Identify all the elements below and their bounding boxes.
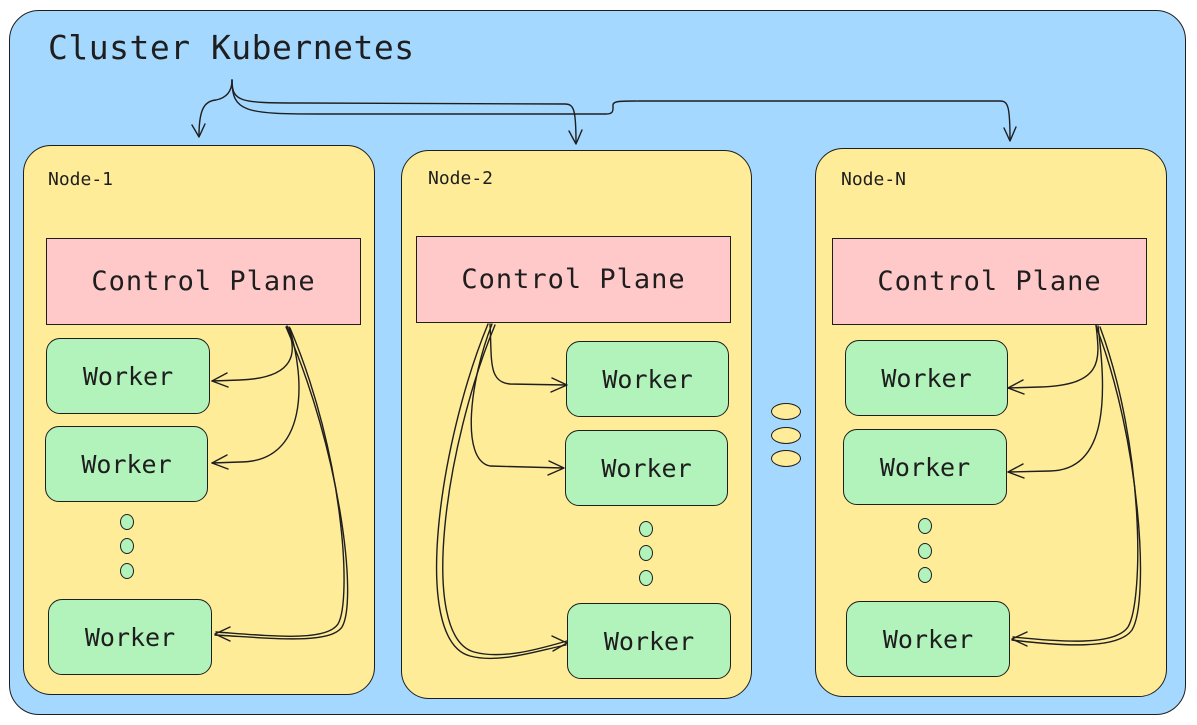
node-1-worker-3: Worker xyxy=(48,599,212,675)
cluster-title: Cluster Kubernetes xyxy=(48,28,415,67)
node-2-worker-1: Worker xyxy=(566,341,729,417)
nodes-ellipsis-dot xyxy=(771,403,801,420)
node-1-control-plane: Control Plane xyxy=(46,238,361,325)
node-n-worker-3: Worker xyxy=(846,601,1010,677)
node-n-worker-1: Worker xyxy=(845,340,1008,416)
node-2-worker-2: Worker xyxy=(565,430,728,506)
node-n-ellipsis-dot xyxy=(918,518,932,534)
node-n-ellipsis-dot xyxy=(918,543,932,559)
node-1-worker-2: Worker xyxy=(45,426,208,502)
node-2-worker-3: Worker xyxy=(567,603,731,679)
nodes-ellipsis-dot xyxy=(771,450,801,467)
node-2-ellipsis-dot xyxy=(639,570,653,586)
node-1-label: Node-1 xyxy=(48,169,114,190)
node-1-ellipsis-dot xyxy=(120,563,134,579)
node-n-label: Node-N xyxy=(841,169,907,190)
nodes-ellipsis-dot xyxy=(771,427,801,444)
node-1-worker-1: Worker xyxy=(46,338,210,414)
node-2-ellipsis-dot xyxy=(639,521,653,537)
node-n-worker-2: Worker xyxy=(843,429,1007,505)
node-1-ellipsis-dot xyxy=(120,538,134,554)
node-2-ellipsis-dot xyxy=(639,545,653,561)
node-n-ellipsis-dot xyxy=(918,567,932,583)
node-n-control-plane: Control Plane xyxy=(832,238,1147,325)
node-1-ellipsis-dot xyxy=(120,514,134,530)
node-2-label: Node-2 xyxy=(428,168,494,189)
node-2-control-plane: Control Plane xyxy=(416,236,731,323)
